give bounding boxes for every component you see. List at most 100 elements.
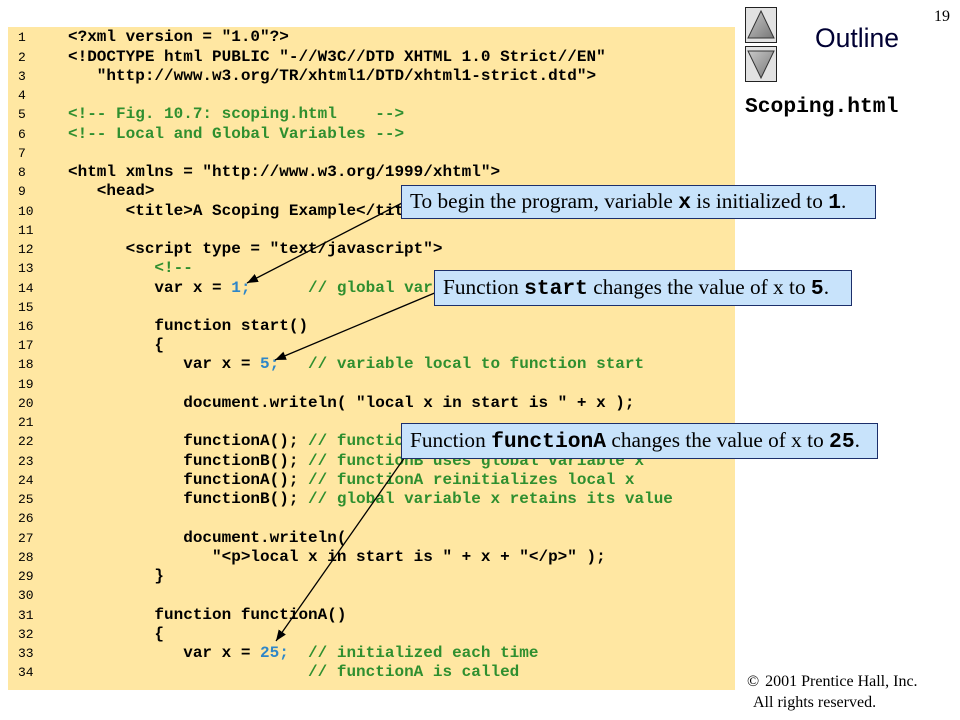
callout-text-part: Function	[410, 427, 492, 452]
code-line: 9 <head>	[8, 181, 735, 200]
next-slide-button[interactable]	[745, 46, 777, 82]
triangle-up-icon	[745, 7, 777, 43]
line-number: 25	[18, 492, 34, 508]
line-number: 33	[18, 646, 34, 662]
code-line: 24 functionA(); // functionA reinitializ…	[8, 470, 735, 489]
code-token: function functionA()	[68, 605, 347, 624]
code-token: "http://www.w3.org/TR/xhtml1/DTD/xhtml1-…	[68, 66, 597, 85]
callout-code: 5	[810, 276, 824, 301]
line-number: 22	[18, 434, 34, 450]
callout-text-part: changes the value of x to	[606, 427, 830, 452]
code-token: <html xmlns = "http://www.w3.org/1999/xh…	[68, 163, 501, 182]
code-text: <script type = "text/javascript">	[68, 240, 443, 259]
code-line: 8<html xmlns = "http://www.w3.org/1999/x…	[8, 162, 735, 181]
code-line: 26	[8, 508, 735, 527]
code-line: 31 function functionA()	[8, 605, 735, 624]
code-token: <!-- Local and Global Variables -->	[68, 124, 405, 143]
code-line: 7	[8, 143, 735, 162]
code-line: 17 {	[8, 335, 735, 354]
line-number: 15	[18, 299, 34, 315]
code-token: functionA();	[68, 470, 309, 489]
code-line: 25 functionB(); // global variable x ret…	[8, 489, 735, 508]
code-line: 22 functionA(); // functio	[8, 431, 735, 450]
callout-text-part: .	[823, 274, 830, 299]
code-token: // variable local to function start	[279, 355, 645, 374]
line-number: 32	[18, 626, 34, 642]
code-text: // functionA is called	[68, 663, 519, 681]
code-token: "<p>local x in start is " + x + "</p>" )…	[68, 547, 606, 566]
copyright: ©2001 Prentice Hall, Inc.	[747, 673, 918, 691]
code-line: 16 function start()	[8, 316, 735, 335]
callout-text: Function start changes the value of x to…	[443, 275, 829, 301]
code-line: 28 "<p>local x in start is " + x + "</p>…	[8, 547, 735, 566]
code-text: <head>	[68, 182, 155, 200]
callout-code: 25	[829, 429, 855, 454]
line-number: 19	[18, 376, 34, 392]
code-lines: 1<?xml version = "1.0"?>2<!DOCTYPE html …	[8, 27, 735, 687]
code-token: var x =	[68, 644, 261, 663]
line-number: 27	[18, 530, 34, 546]
line-number: 10	[18, 203, 34, 219]
callout-text-part: changes the value of x to	[587, 274, 811, 299]
callout-text-part: .	[840, 188, 847, 213]
code-token	[68, 259, 154, 277]
triangle-down-icon	[745, 46, 777, 82]
code-line: 2<!DOCTYPE html PUBLIC "-//W3C//DTD XHTM…	[8, 47, 735, 66]
code-token: 1;	[231, 278, 251, 297]
code-text: functionA(); // functio	[68, 432, 404, 450]
line-number: 7	[18, 145, 26, 161]
line-number: 24	[18, 472, 34, 488]
code-line: 34 // functionA is called	[8, 662, 735, 681]
code-token: <!-- Fig. 10.7: scoping.html -->	[68, 105, 405, 124]
callout-functiona: Function functionA changes the value of …	[401, 423, 878, 459]
code-line: 18 var x = 5; // variable local to funct…	[8, 354, 735, 373]
code-text: var x = 5; // variable local to function…	[68, 355, 644, 373]
code-line: 13 <!--	[8, 258, 735, 277]
code-text: <!-- Local and Global Variables -->	[68, 125, 404, 143]
code-token: // functio	[308, 432, 405, 451]
previous-slide-button[interactable]	[745, 7, 777, 43]
code-text: var x = 25; // initialized each time	[68, 644, 538, 662]
callout-text-part: is initialized to	[690, 188, 829, 213]
code-text: <?xml version = "1.0"?>	[68, 28, 289, 46]
outline-link[interactable]: Outline	[815, 23, 899, 53]
code-token: <title>A Scoping Example</tit	[68, 201, 405, 220]
code-line: 3 "http://www.w3.org/TR/xhtml1/DTD/xhtml…	[8, 66, 735, 85]
callout-code: functionA	[491, 429, 607, 454]
callout-code: start	[524, 276, 588, 301]
code-listing: 1<?xml version = "1.0"?>2<!DOCTYPE html …	[8, 27, 735, 690]
file-name: Scoping.html	[745, 95, 899, 119]
line-number: 31	[18, 607, 34, 623]
copyright-text: 2001 Prentice Hall, Inc.	[765, 673, 918, 690]
code-token: function start()	[68, 316, 309, 335]
code-token: // global var	[250, 278, 433, 297]
code-token: document.writeln(	[68, 528, 347, 547]
line-number: 13	[18, 261, 34, 277]
code-line: 19	[8, 374, 735, 393]
line-number: 20	[18, 395, 34, 411]
code-token: <script type = "text/javascript">	[68, 240, 443, 259]
code-line: 32 {	[8, 624, 735, 643]
code-line: 27 document.writeln(	[8, 528, 735, 547]
callout-text: To begin the program, variable x is init…	[410, 189, 846, 215]
code-token: // global variable x retains its value	[308, 490, 673, 509]
code-line: 4	[8, 85, 735, 104]
callout-code: x	[678, 190, 691, 215]
callout-text: Function functionA changes the value of …	[410, 428, 860, 454]
callout-text-part: Function	[443, 274, 525, 299]
code-text: functionA(); // functionA reinitializes …	[68, 470, 634, 489]
code-line: 1<?xml version = "1.0"?>	[8, 27, 735, 46]
code-token: 25;	[260, 644, 289, 663]
callout-text-part: To begin the program, variable	[410, 188, 679, 213]
line-number: 17	[18, 338, 34, 354]
code-token: functionB();	[68, 490, 309, 509]
code-token: var x =	[68, 278, 232, 297]
code-token: document.writeln( "local x in start is "…	[68, 393, 635, 412]
callout-start-function: Function start changes the value of x to…	[434, 270, 852, 306]
code-token: <!--	[154, 259, 193, 278]
code-line: 5<!-- Fig. 10.7: scoping.html -->	[8, 104, 735, 123]
line-number: 26	[18, 511, 34, 527]
line-number: 3	[18, 68, 26, 84]
code-line: 33 var x = 25; // initialized each time	[8, 643, 735, 662]
